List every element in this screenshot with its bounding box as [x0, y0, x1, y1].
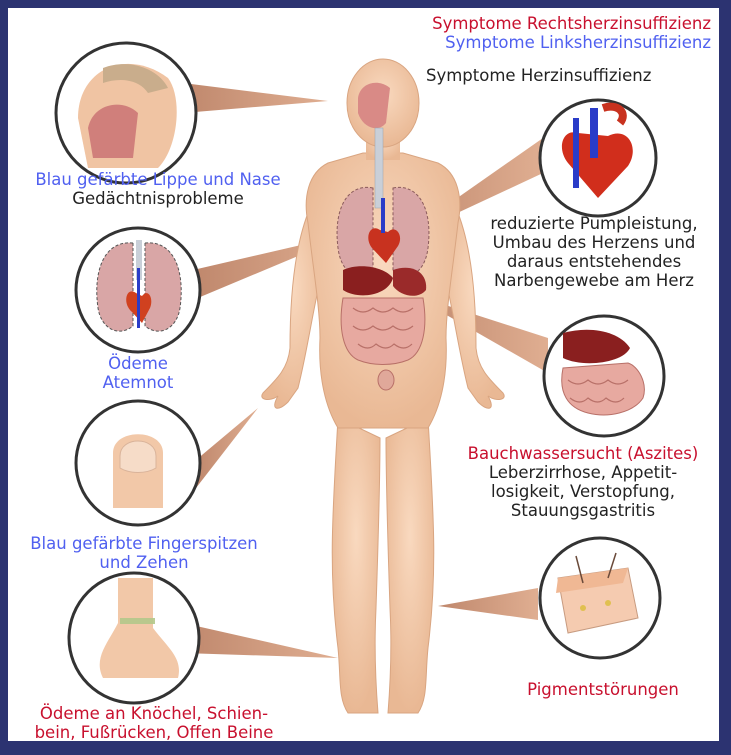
callout-lungs-text: Ödeme Atemnot	[88, 354, 188, 392]
legend: Symptome Rechtsherzinsuffizienz Symptome…	[432, 14, 711, 52]
callout-heart-line1: reduzierte Pumpleistung,	[474, 214, 714, 233]
diagram-canvas: Symptome Rechtsherzinsuffizienz Symptome…	[8, 8, 719, 741]
callout-heart-line2: Umbau des Herzens und	[474, 233, 714, 252]
legend-left-heart: Symptome Linksherzinsuffizienz	[432, 33, 711, 52]
human-body	[262, 59, 504, 713]
callout-finger-line2: und Zehen	[8, 553, 280, 572]
pointer-foot	[183, 623, 338, 658]
callout-finger-line1: Blau gefärbte Fingerspitzen	[8, 534, 280, 553]
callout-foot-text: Ödeme an Knöchel, Schien- bein, Fußrücke…	[8, 704, 300, 741]
callout-lungs-line1: Ödeme	[88, 354, 188, 373]
circle-foot	[69, 573, 199, 703]
circle-head	[56, 43, 196, 183]
right-leg	[386, 418, 434, 713]
callout-skin-text: Pigmentstörungen	[508, 680, 698, 699]
circle-abdomen	[544, 316, 664, 436]
circle-lungs	[76, 228, 200, 352]
circle-finger	[76, 401, 200, 525]
head-section	[358, 83, 390, 128]
pointer-skin	[438, 588, 538, 620]
callout-head-line1: Blau gefärbte Lippe und Nase	[8, 170, 308, 189]
callout-abdomen-line3: losigkeit, Verstopfung,	[448, 482, 718, 501]
callout-finger-text: Blau gefärbte Fingerspitzen und Zehen	[8, 534, 280, 572]
callout-abdomen-line1: Bauchwassersucht (Aszites)	[448, 444, 718, 463]
callout-skin-line1: Pigmentstörungen	[508, 680, 698, 699]
callout-foot-line1: Ödeme an Knöchel, Schien-	[8, 704, 300, 723]
callout-heart-line3: daraus entstehendes	[474, 252, 714, 271]
pointer-finger	[196, 408, 258, 488]
callout-abdomen-line2: Leberzirrhose, Appetit-	[448, 463, 718, 482]
pointer-head	[183, 83, 328, 113]
callout-lungs-line2: Atemnot	[88, 373, 188, 392]
callout-foot-line2: bein, Fußrücken, Offen Beine	[8, 723, 300, 741]
aorta-blue	[381, 198, 385, 233]
trachea	[375, 128, 383, 208]
circle-heart	[540, 100, 656, 216]
callout-abdomen-line4: Stauungsgastritis	[448, 501, 718, 520]
left-leg	[332, 418, 380, 713]
callout-heart-text: reduzierte Pumpleistung, Umbau des Herze…	[474, 214, 714, 290]
callout-head-line2: Gedächtnisprobleme	[8, 189, 308, 208]
callout-heart-line4: Narbengewebe am Herz	[474, 271, 714, 290]
legend-right-heart: Symptome Rechtsherzinsuffizienz	[432, 14, 711, 33]
legend-general: Symptome Herzinsuffizienz	[426, 66, 651, 85]
circle-skin	[540, 538, 660, 658]
callout-head-text: Blau gefärbte Lippe und Nase Gedächtnisp…	[8, 170, 308, 208]
bladder	[378, 370, 394, 390]
callout-abdomen-text: Bauchwassersucht (Aszites) Leberzirrhose…	[448, 444, 718, 520]
